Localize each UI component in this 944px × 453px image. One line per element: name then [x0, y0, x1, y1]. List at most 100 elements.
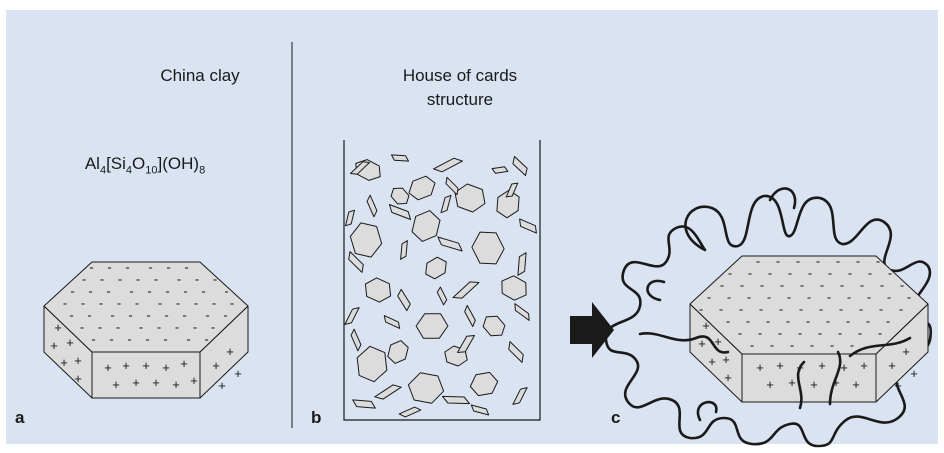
charge-sign: -: [164, 308, 168, 323]
edge-on-platelet: [374, 384, 402, 400]
charge-sign: -: [878, 326, 882, 341]
edge-on-platelet: [457, 335, 475, 353]
charge-sign: -: [776, 254, 780, 269]
clay-platelet: [471, 231, 505, 265]
edge-on-platelet: [505, 182, 519, 198]
charge-sign: -: [788, 266, 792, 281]
charge-sign: -: [195, 272, 199, 287]
clay-platelet: [411, 210, 441, 242]
edge-on-platelet: [348, 251, 364, 273]
charge-sign: +: [142, 358, 150, 373]
charge-sign: -: [819, 302, 823, 317]
clay-platelet: [496, 189, 520, 219]
charge-sign: -: [129, 284, 133, 299]
charge-sign: -: [860, 278, 864, 293]
charge-sign: -: [760, 278, 764, 293]
charge-sign: +: [902, 344, 910, 359]
charge-sign: -: [750, 338, 754, 353]
charge-sign: -: [810, 338, 814, 353]
charge-sign: -: [767, 290, 771, 305]
charge-sign: +: [180, 356, 188, 371]
charge-sign: +: [152, 375, 160, 390]
charge-sign: -: [868, 266, 872, 281]
charge-sign: -: [746, 314, 750, 329]
charge-sign: -: [118, 272, 122, 287]
charge-sign: -: [707, 290, 711, 305]
charge-sign: -: [907, 290, 911, 305]
charge-sign: -: [145, 332, 149, 347]
charge-sign: -: [163, 332, 167, 347]
clay-platelet: [407, 372, 445, 404]
charge-sign: -: [127, 332, 131, 347]
charge-sign: -: [157, 320, 161, 335]
charge-sign: +: [74, 371, 82, 386]
positive-charges-front: +++++++++++: [756, 358, 868, 392]
edge-on-platelet: [508, 341, 524, 363]
charge-sign: +: [132, 375, 140, 390]
platelet-top-face: [689, 255, 929, 355]
charge-sign: +: [702, 318, 710, 333]
charge-sign: -: [154, 272, 158, 287]
charge-sign: -: [820, 278, 824, 293]
charge-sign: -: [146, 308, 150, 323]
charge-sign: -: [759, 302, 763, 317]
edge-on-platelet: [464, 304, 476, 328]
charge-sign: -: [756, 254, 760, 269]
charge-sign: -: [80, 320, 84, 335]
edge-on-platelet: [398, 406, 422, 418]
edge-on-platelet: [345, 209, 355, 227]
charge-sign: -: [830, 338, 834, 353]
charge-sign: -: [106, 284, 110, 299]
edge-on-platelet: [350, 161, 370, 175]
charge-sign: +: [226, 344, 234, 359]
charge-sign: +: [708, 354, 716, 369]
charge-sign: -: [165, 284, 169, 299]
charge-sign: -: [176, 296, 180, 311]
charge-sign: -: [88, 284, 92, 299]
charge-sign: -: [796, 254, 800, 269]
title-china-clay: China clay: [160, 66, 240, 85]
edge-on-platelet: [366, 194, 378, 218]
clay-platelet: [469, 371, 499, 397]
charge-sign: -: [850, 338, 854, 353]
positive-charges-front: ++++++++++: [104, 356, 198, 392]
charge-sign: -: [128, 308, 132, 323]
charge-sign: -: [193, 320, 197, 335]
charge-sign: -: [224, 284, 228, 299]
charge-sign: -: [800, 278, 804, 293]
clay-platelet: [425, 256, 447, 280]
charge-sign: -: [758, 326, 762, 341]
charge-sign: -: [116, 320, 120, 335]
charge-sign: -: [798, 326, 802, 341]
clay-platelet: [408, 175, 436, 201]
positive-charges-right: ++++: [212, 344, 242, 393]
panel-label-a: a: [15, 408, 25, 427]
charge-sign: +: [722, 352, 730, 367]
charge-sign: +: [112, 377, 120, 392]
charge-sign: -: [866, 314, 870, 329]
charge-sign: -: [205, 308, 209, 323]
particle-cluster: [344, 154, 537, 418]
charge-sign: -: [212, 296, 216, 311]
charge-sign: -: [808, 266, 812, 281]
charge-sign: +: [840, 360, 848, 375]
title-house-of-cards-line2: structure: [426, 90, 494, 109]
polymer-coil-outer: [604, 194, 933, 448]
charge-sign: -: [726, 314, 730, 329]
charge-sign: -: [859, 302, 863, 317]
edge-on-platelet: [397, 288, 411, 312]
platelet-top-face: [43, 261, 249, 353]
charge-sign: +: [162, 360, 170, 375]
title-house-of-cards-line1: House of cards: [402, 66, 518, 85]
edge-on-platelet: [344, 307, 360, 325]
clay-platelet: [482, 315, 506, 337]
edge-on-platelet: [512, 156, 528, 176]
charge-sign: -: [790, 338, 794, 353]
charge-sign: -: [70, 284, 74, 299]
charge-sign: -: [747, 290, 751, 305]
clay-platelet: [356, 345, 388, 383]
clay-platelet: [501, 275, 527, 301]
charge-sign: -: [728, 266, 732, 281]
charge-sign: -: [826, 314, 830, 329]
negative-charges-top: ----------------------------------------…: [699, 254, 911, 353]
